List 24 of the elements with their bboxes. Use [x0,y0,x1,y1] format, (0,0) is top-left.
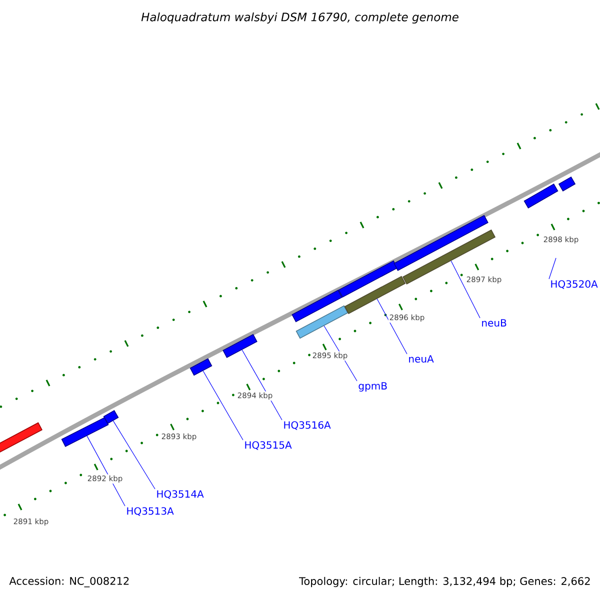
gene-label: HQ3520A [551,280,598,289]
gene-label: HQ3513A [127,507,174,516]
gene-label: HQ3514A [157,490,204,499]
footer-text: Topology: circular; Length: 3,132,494 bp; Genes: 2,662 [299,576,590,588]
leader-line [202,370,244,440]
gene-block [0,422,42,454]
gene-block [524,184,558,209]
gene-block [103,410,119,424]
gene-block [296,305,348,339]
gene-label: neuA [409,355,434,363]
gene-label: HQ3515A [245,441,292,450]
gene-label: HQ3516A [284,421,331,430]
footer-text: Accession: NC_008212 [9,576,129,588]
leader-line [450,260,480,318]
gene-block [61,417,109,447]
gene-label: neuB [482,319,506,327]
title: Haloquadratum walsbyi DSM 16790, complete genome [141,12,458,24]
leader-line [86,436,126,506]
leader-line [112,420,156,490]
leader-line [548,258,556,280]
gene-block [292,290,342,322]
gene-label: gpmB [358,382,387,392]
leader-line [376,298,408,354]
gene-block [190,358,212,376]
